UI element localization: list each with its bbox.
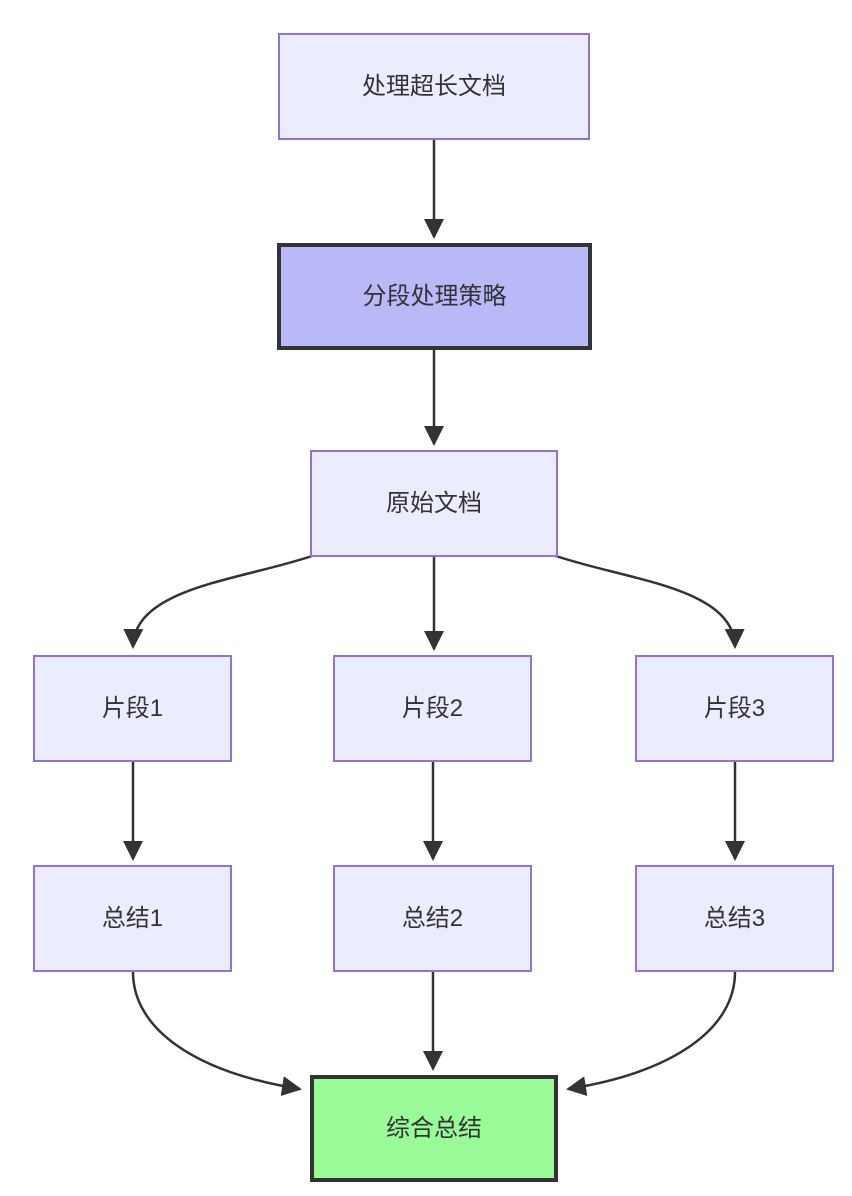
node-fragment-3[interactable]: 片段3 <box>635 655 834 762</box>
edge-summary3-to-final <box>566 971 737 1097</box>
node-fragment-2[interactable]: 片段2 <box>333 655 532 762</box>
node-segmentation-strategy[interactable]: 分段处理策略 <box>277 243 592 350</box>
node-fragment-1[interactable]: 片段1 <box>33 655 232 762</box>
node-process-long-document[interactable]: 处理超长文档 <box>278 33 590 140</box>
edge-original-to-fragment1 <box>123 552 319 649</box>
node-summary-2[interactable]: 总结2 <box>333 865 532 972</box>
node-final-summary[interactable]: 综合总结 <box>310 1075 558 1182</box>
node-summary-3[interactable]: 总结3 <box>635 865 834 972</box>
edge-summary1-to-final <box>131 971 302 1097</box>
edge-original-to-fragment3 <box>549 552 745 649</box>
node-summary-1[interactable]: 总结1 <box>33 865 232 972</box>
node-original-document[interactable]: 原始文档 <box>310 450 558 557</box>
